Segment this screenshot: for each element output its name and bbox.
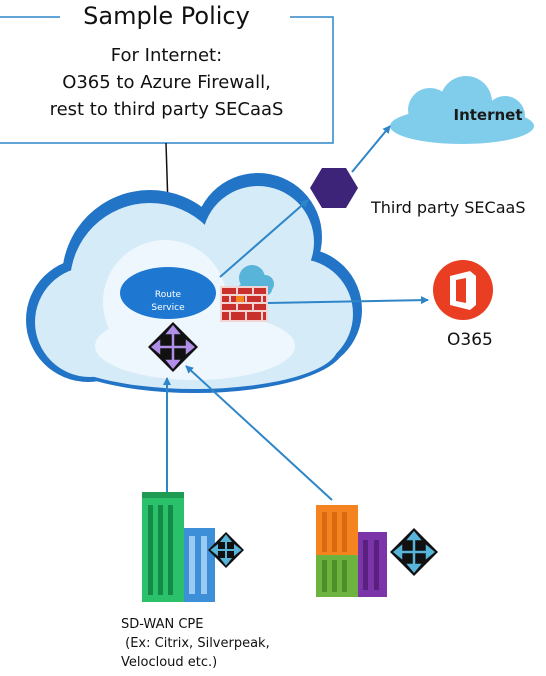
o365-icon xyxy=(433,260,493,320)
policy-title: Sample Policy xyxy=(83,2,250,30)
sdwan-line-3: Velocloud etc.) xyxy=(121,655,218,670)
branch-building-left xyxy=(142,492,244,602)
sdwan-line-1: SD-WAN CPE xyxy=(121,617,204,632)
branch-building-right xyxy=(316,505,438,597)
secaas-label: Third party SECaaS xyxy=(371,198,526,217)
o365-label: O365 xyxy=(447,330,493,350)
secaas-hexagon xyxy=(310,168,358,208)
route-service-line-1: Route xyxy=(154,290,182,300)
route-service-label: Route Service xyxy=(121,289,215,315)
firewall-icon xyxy=(220,286,268,322)
policy-line-1: For Internet: xyxy=(110,45,223,66)
sdwan-line-2: (Ex: Citrix, Silverpeak, xyxy=(121,636,270,651)
cpe-router-icon xyxy=(208,532,244,568)
arrow-from-right-branch xyxy=(185,365,333,501)
internet-label: Internet xyxy=(453,106,523,124)
sdwan-label: SD-WAN CPE (Ex: Citrix, Silverpeak, Velo… xyxy=(121,615,270,672)
arrow-to-secaas xyxy=(219,199,309,278)
azure-cloud xyxy=(26,173,362,393)
router-icon xyxy=(148,322,198,372)
policy-line-2: O365 to Azure Firewall, xyxy=(62,72,271,93)
route-service-line-2: Service xyxy=(151,303,185,313)
cpe-router-icon-right xyxy=(390,528,438,576)
internet-cloud xyxy=(390,76,534,144)
policy-line-3: rest to third party SECaaS xyxy=(49,99,284,120)
arrows xyxy=(163,125,429,501)
route-service xyxy=(120,267,216,319)
arrow-to-internet xyxy=(351,125,391,173)
arrow-to-o365 xyxy=(267,296,429,305)
